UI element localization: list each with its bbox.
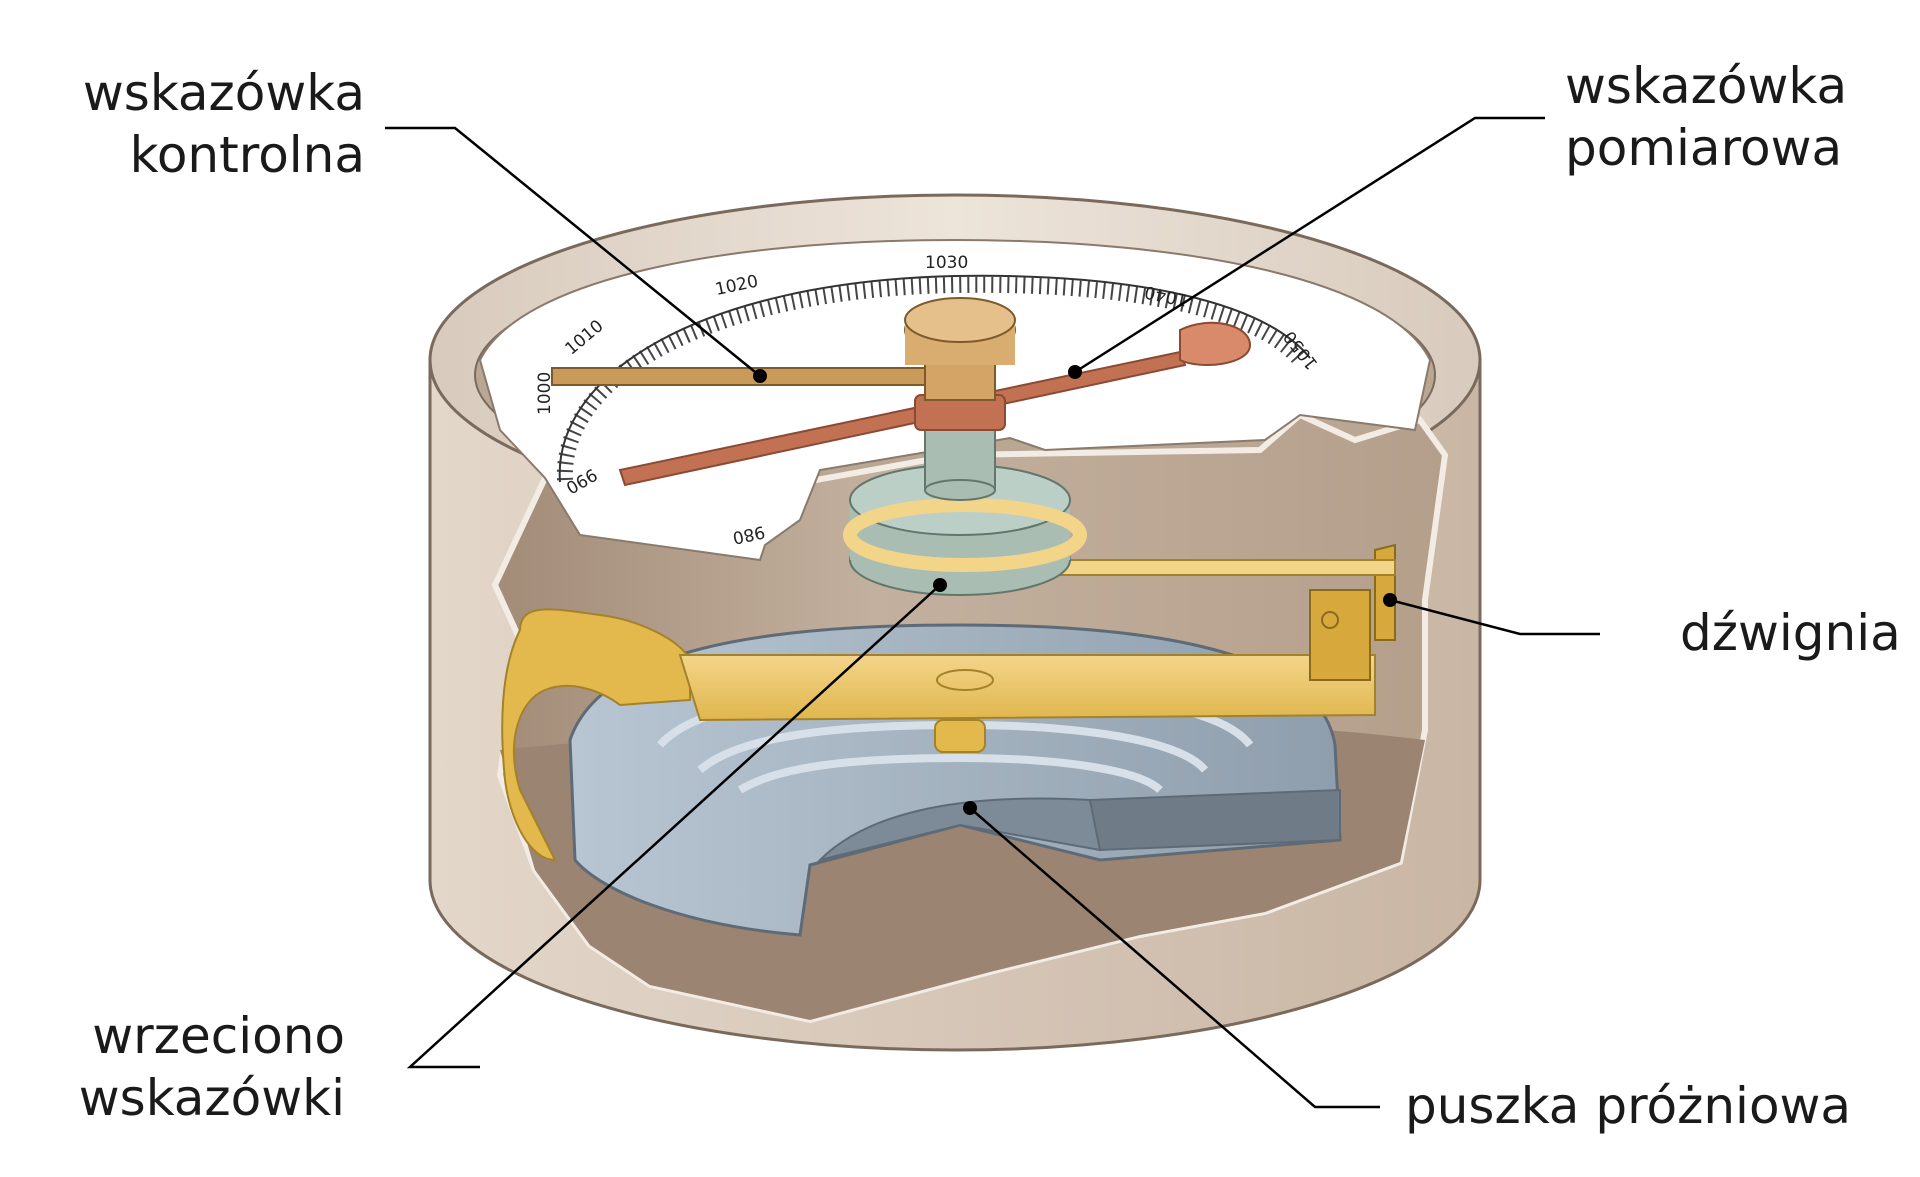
label-wrzeciono-line2: wskazówki bbox=[78, 1069, 345, 1127]
label-wskazowka-kontrolna-line1: wskazówka bbox=[82, 64, 365, 122]
label-wrzeciono-line1: wrzeciono bbox=[92, 1007, 345, 1065]
label-wskazowka-kontrolna: wskazówka kontrolna bbox=[60, 62, 365, 186]
label-wskazowka-kontrolna-line2: kontrolna bbox=[129, 126, 365, 184]
leader-dzwignia bbox=[1389, 598, 1600, 636]
label-dzwignia-text: dźwignia bbox=[1680, 604, 1901, 662]
label-wskazowka-pomiarowa: wskazówka pomiarowa bbox=[1565, 55, 1847, 179]
dot-wskazowka-pomiarowa bbox=[1068, 365, 1082, 379]
label-wrzeciono-wskazowki: wrzeciono wskazówki bbox=[40, 1005, 345, 1129]
control-needle bbox=[551, 367, 931, 386]
dot-dzwignia bbox=[1383, 593, 1397, 607]
leader-wrzeciono bbox=[406, 584, 941, 1069]
label-puszka-text: puszka próżniowa bbox=[1405, 1077, 1852, 1135]
leader-lines bbox=[385, 116, 1600, 1109]
needles bbox=[551, 297, 1252, 487]
label-wskazowka-pomiarowa-line2: pomiarowa bbox=[1565, 119, 1843, 177]
dot-wskazowka-kontrolna bbox=[753, 369, 767, 383]
dot-wrzeciono bbox=[933, 578, 947, 592]
scale-tick-1030: 1030 bbox=[925, 253, 968, 273]
leader-dots bbox=[753, 365, 1397, 815]
leader-puszka bbox=[969, 807, 1380, 1109]
scale-tick-1000: 1000 bbox=[535, 372, 555, 415]
main-spring-bar bbox=[501, 608, 1376, 862]
leader-wskazowka-pomiarowa bbox=[1074, 116, 1545, 374]
leader-wskazowka-kontrolna bbox=[385, 126, 761, 377]
label-puszka-prozniowa: puszka próżniowa bbox=[1405, 1075, 1851, 1137]
spindle bbox=[843, 409, 1087, 596]
label-wskazowka-pomiarowa-line1: wskazówka bbox=[1565, 57, 1848, 115]
dial-scale-labels: 980 990 1000 1010 1020 1030 1040 1050 bbox=[535, 253, 1322, 547]
label-dzwignia: dźwignia bbox=[1680, 602, 1901, 664]
dot-puszka bbox=[963, 801, 977, 815]
